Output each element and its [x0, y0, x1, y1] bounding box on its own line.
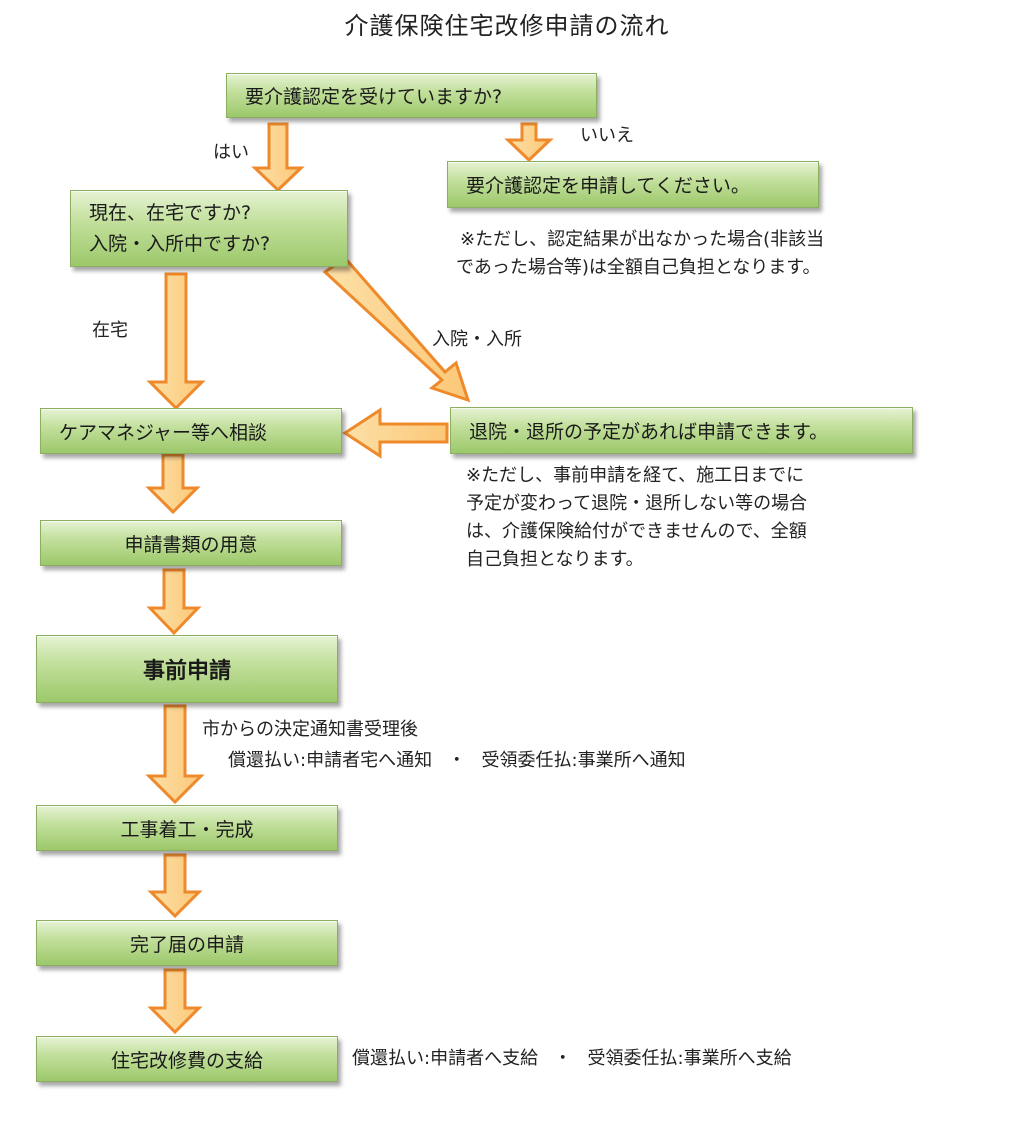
question-residence-line1: 現在、在宅ですか? [89, 201, 252, 224]
question-residence-line2: 入院・入所中ですか? [89, 232, 271, 255]
apply-certification-box: 要介護認定を申請してください。 [447, 161, 819, 208]
discharge-apply-text: 退院・退所の予定があれば申請できます。 [469, 421, 829, 443]
arrow-at-home [146, 272, 206, 411]
note-discharge-line2: 予定が変わって退院・退所しない等の場合 [466, 493, 808, 514]
label-at-home: 在宅 [92, 320, 128, 341]
question-certified-box: 要介護認定を受けていますか? [226, 73, 597, 118]
label-yes: はい [213, 142, 249, 163]
note-not-eligible-line2: であった場合等)は全額自己負担となります。 [456, 257, 821, 278]
label-no: いいえ [580, 125, 634, 146]
arrow-discharge-to-consult [342, 407, 449, 459]
arrow-prepare-to-preapply [146, 568, 202, 636]
arrow-completion-to-payment [147, 968, 203, 1035]
label-notice-line2: 償還払い:申請者宅へ通知 ・ 受領委任払:事業所へ通知 [228, 750, 686, 771]
completion-report-box: 完了届の申請 [36, 920, 338, 966]
note-discharge-line4: 自己負担となります。 [466, 549, 644, 570]
arrow-yes [251, 122, 305, 193]
construction-text: 工事着工・完成 [120, 818, 254, 841]
completion-report-text: 完了届の申請 [129, 933, 244, 956]
note-not-eligible: ※ただし、認定結果が出なかった場合(非該当 であった場合等)は全額自己負担となり… [456, 226, 825, 282]
pre-application-box: 事前申請 [36, 635, 338, 703]
construction-box: 工事着工・完成 [36, 805, 338, 851]
pre-application-text: 事前申請 [142, 659, 231, 684]
label-payment-note: 償還払い:申請者へ支給 ・ 受領委任払:事業所へ支給 [352, 1048, 792, 1069]
arrow-construction-to-completion [147, 853, 203, 919]
note-not-eligible-line1: ※ただし、認定結果が出なかった場合(非該当 [460, 229, 825, 250]
apply-certification-text: 要介護認定を申請してください。 [466, 175, 750, 197]
question-certified-text: 要介護認定を受けていますか? [245, 86, 503, 108]
discharge-apply-box: 退院・退所の予定があれば申請できます。 [450, 407, 913, 454]
note-discharge-line1: ※ただし、事前申請を経て、施工日までに [466, 465, 805, 486]
label-hospitalized: 入院・入所 [432, 329, 522, 350]
payment-text: 住宅改修費の支給 [110, 1049, 263, 1072]
label-notice-line1: 市からの決定通知書受理後 [202, 719, 418, 740]
consult-care-manager-text: ケアマネジャー等へ相談 [59, 421, 268, 444]
arrow-consult-to-prepare [145, 453, 201, 515]
prepare-documents-text: 申請書類の用意 [124, 533, 258, 556]
note-discharge: ※ただし、事前申請を経て、施工日までに 予定が変わって退院・退所しない等の場合 … [466, 462, 807, 574]
consult-care-manager-box: ケアマネジャー等へ相談 [40, 408, 342, 454]
note-discharge-line3: は、介護保険給付ができませんので、全額 [466, 521, 807, 542]
question-residence-box: 現在、在宅ですか? 入院・入所中ですか? [70, 190, 348, 267]
arrow-preapply-to-construction [145, 704, 205, 805]
arrow-hospitalized [322, 256, 471, 403]
page-title: 介護保険住宅改修申請の流れ [344, 12, 670, 40]
prepare-documents-box: 申請書類の用意 [40, 520, 342, 566]
payment-box: 住宅改修費の支給 [36, 1036, 338, 1082]
arrow-no [504, 122, 554, 163]
